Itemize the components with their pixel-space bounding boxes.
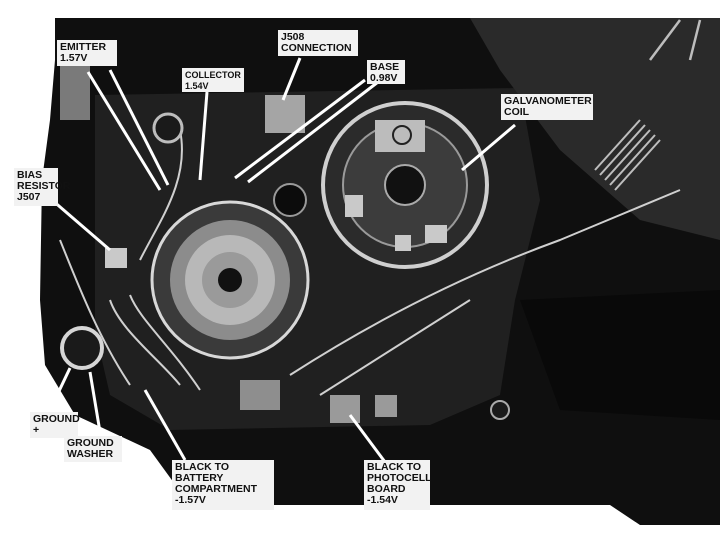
base-value: 0.98V	[370, 72, 398, 84]
bias-line1: BIAS	[17, 169, 43, 181]
spring	[594, 19, 702, 191]
black-battery-value: -1.57V	[175, 494, 206, 506]
j508-line1: J508	[281, 31, 305, 43]
base-label: BASE 0.98V	[370, 62, 399, 84]
wires	[59, 129, 681, 396]
black-photocell-label: BLACK TO PHOTOCELL BOARD -1.54V	[367, 462, 432, 506]
collector-name: COLLECTOR	[185, 70, 241, 80]
ground-washer-label: GROUND WASHER	[67, 438, 114, 460]
collector-value: 1.54V	[185, 81, 209, 91]
collector-label: COLLECTOR 1.54V	[185, 70, 241, 92]
hardware-parts	[60, 60, 510, 423]
bias-line2: RESISTOR	[17, 180, 71, 192]
ground-value: +	[33, 424, 40, 436]
ground-washer-line2: WASHER	[67, 448, 114, 460]
black-battery-line2: BATTERY	[175, 472, 224, 484]
large-disk	[150, 200, 310, 360]
black-photocell-line1: BLACK TO	[367, 461, 422, 473]
bias-line3: J507	[17, 191, 41, 203]
ground-label: GROUND +	[33, 414, 80, 436]
ground-washer-line1: GROUND	[67, 437, 114, 449]
base-name: BASE	[370, 61, 400, 73]
galvanometer-assembly	[321, 101, 489, 269]
emitter-name: EMITTER	[60, 41, 107, 53]
black-battery-line3: COMPARTMENT	[175, 483, 258, 495]
black-battery-label: BLACK TO BATTERY COMPARTMENT -1.57V	[175, 462, 257, 506]
black-photocell-line2: PHOTOCELL	[367, 472, 432, 484]
label-boxes	[14, 30, 593, 510]
j508-line2: CONNECTION	[281, 42, 352, 54]
galvanometer-label: GALVANOMETER COIL	[504, 96, 592, 118]
galvanometer-line2: COIL	[504, 106, 530, 118]
top-right-gray	[470, 18, 720, 240]
black-battery-line1: BLACK TO	[175, 461, 230, 473]
black-photocell-value: -1.54V	[367, 494, 398, 506]
emitter-value: 1.57V	[60, 52, 88, 64]
bias-resistor-label: BIAS RESISTOR J507	[17, 170, 70, 203]
right-shadow	[520, 290, 720, 420]
black-photocell-line3: BOARD	[367, 483, 406, 495]
ground-name: GROUND	[33, 413, 80, 425]
galvanometer-line1: GALVANOMETER	[504, 95, 592, 107]
j508-label: J508 CONNECTION	[281, 32, 352, 54]
emitter-label: EMITTER 1.57V	[60, 42, 106, 64]
leader-lines	[48, 57, 516, 463]
